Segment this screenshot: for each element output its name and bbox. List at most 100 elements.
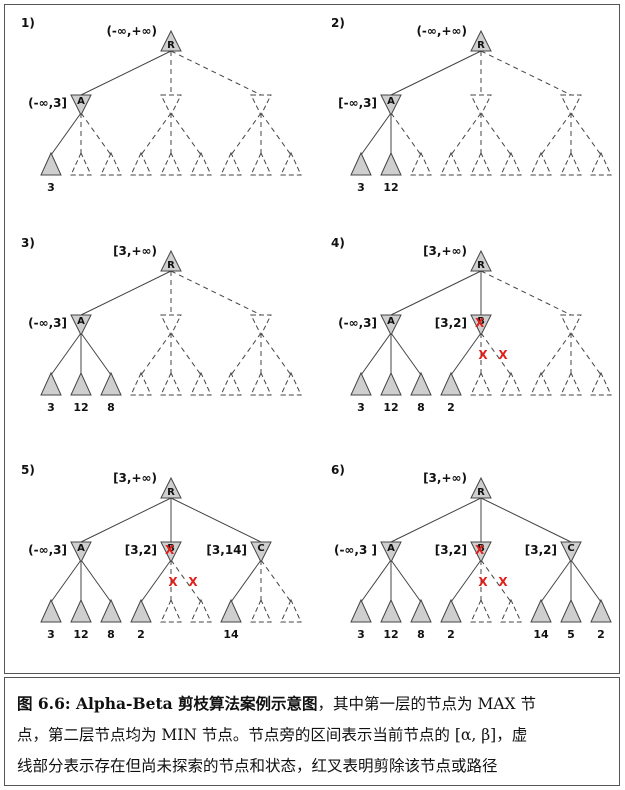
panel-5-min-node-2-label: B <box>167 543 175 554</box>
panel-1-leaf-1-1-value: 3 <box>47 181 55 194</box>
panel-3-min-node-2 <box>160 314 182 337</box>
panel-5-leaf-1-2 <box>70 598 92 623</box>
panel-6-leaf-1-3 <box>410 598 432 623</box>
panel-6-min-node-1-label: A <box>387 543 395 554</box>
panel-3-leaf-1-1-value: 3 <box>47 401 55 414</box>
caption-line1: ，其中第一层的节点为 MAX 节 <box>317 695 537 713</box>
panel-4-min-node-2 <box>470 314 492 337</box>
panel-4-edge-min-1-leaf-1 <box>360 332 392 376</box>
panel-6-leaf-1-2-value: 12 <box>383 628 398 641</box>
panel-5-prune-mark-min: X <box>165 543 175 557</box>
panel-4-leaf-3-1 <box>530 371 552 396</box>
panel-1-label: 1) <box>21 16 35 30</box>
panel-2-edge-min-2-leaf-3 <box>480 112 512 156</box>
panel-4-leaf-2-3 <box>500 371 522 396</box>
caption-line3: 线部分表示存在但尚未探索的节点和状态，红叉表明剪除该节点或路径 <box>17 757 498 775</box>
panel-4-leaf-1-1-value: 3 <box>357 401 365 414</box>
panel-4-edge-min-3-leaf-3 <box>570 332 602 376</box>
panel-2-min-node-1-interval: [-∞,3] <box>338 96 377 110</box>
panel-3-leaf-3-3 <box>280 371 302 396</box>
panel-2-min-node-3 <box>560 94 582 117</box>
panel-6-prune-mark-leaf-2: X <box>478 575 488 589</box>
panel-3-leaf-1-3-value: 8 <box>107 401 115 414</box>
panel-4-edge-root-min-1 <box>390 270 482 316</box>
panel-4-min-node-1-label: A <box>387 316 395 327</box>
panel-4-edge-min-1-leaf-3 <box>390 332 422 376</box>
panel-3-edge-min-1-leaf-1 <box>50 332 82 376</box>
panel-4-leaf-3-2 <box>560 371 582 396</box>
panel-2-label: 2) <box>331 16 345 30</box>
panel-3-leaf-3-1 <box>220 371 242 396</box>
panel-4-leaf-1-2-value: 12 <box>383 401 398 414</box>
panel-2-max-node-label: R <box>477 40 485 51</box>
panel-5-max-node-label: R <box>167 487 175 498</box>
panel-5-leaf-3-1-value: 14 <box>223 628 239 641</box>
panel-6-min-node-1-interval: (-∞,3 ] <box>334 543 377 557</box>
panel-4-min-node-3 <box>560 314 582 337</box>
panel-5-edge-root-min-3 <box>170 497 262 543</box>
panel-3-max-node-interval: [3,+∞) <box>113 244 157 258</box>
panel-6-leaf-1-2 <box>380 598 402 623</box>
panel-6-edge-min-3-leaf-1 <box>540 559 572 603</box>
panel-6-leaf-3-2-value: 5 <box>567 628 575 641</box>
panel-3-edge-min-2-leaf-1 <box>140 332 172 376</box>
panel-5-leaf-1-1-value: 3 <box>47 628 55 641</box>
panel-6-leaf-3-1 <box>530 598 552 623</box>
panel-2-leaf-1-3 <box>410 151 432 176</box>
panel-5-leaf-2-2 <box>160 598 182 623</box>
panel-5-edge-min-1-leaf-3 <box>80 559 112 603</box>
panel-6-leaf-2-2 <box>470 598 492 623</box>
panel-5-min-node-1-label: A <box>77 543 85 554</box>
caption-title: 图 6.6: Alpha-Beta 剪枝算法案例示意图 <box>17 694 318 713</box>
panel-3-leaf-2-1 <box>130 371 152 396</box>
panel-6-min-node-2-label: B <box>477 543 485 554</box>
caption-line2: 点，第二层节点均为 MIN 节点。节点旁的区间表示当前节点的 [α, β]，虚 <box>17 726 528 744</box>
panel-6-edge-root-min-1 <box>390 497 482 543</box>
panel-4-edge-min-2-leaf-1 <box>450 332 482 376</box>
panel-4-min-node-2-interval: [3,2] <box>435 316 467 330</box>
panel-3-edge-min-3-leaf-3 <box>260 332 292 376</box>
panel-6-edge-min-1-leaf-1 <box>360 559 392 603</box>
panel-5-edge-min-3-leaf-3 <box>260 559 292 603</box>
panel-2-max-node-interval: (-∞,+∞) <box>416 24 467 38</box>
panel-6-min-node-3-label: C <box>567 543 574 554</box>
panel-3-min-node-1-label: A <box>77 316 85 327</box>
panel-2-leaf-1-2-value: 12 <box>383 181 398 194</box>
panel-1-leaf-3-1 <box>220 151 242 176</box>
panel-6-edge-min-1-leaf-3 <box>390 559 422 603</box>
panel-5-leaf-3-3 <box>280 598 302 623</box>
panel-3-leaf-1-2-value: 12 <box>73 401 88 414</box>
panel-1-edge-root-min-3 <box>170 50 262 96</box>
panel-4-max-node-label: R <box>477 260 485 271</box>
panel-2-edge-root-min-1 <box>390 50 482 96</box>
panel-2-edge-min-3-leaf-1 <box>540 112 572 156</box>
panel-1-leaf-3-3 <box>280 151 302 176</box>
panel-5-max-node-interval: [3,+∞) <box>113 471 157 485</box>
panel-1-edge-min-2-leaf-3 <box>170 112 202 156</box>
panel-4-leaf-3-3 <box>590 371 612 396</box>
panel-4-leaf-1-3-value: 8 <box>417 401 425 414</box>
panel-3-max-node-label: R <box>167 260 175 271</box>
panel-3-edge-min-1-leaf-3 <box>80 332 112 376</box>
panel-1-leaf-1-1 <box>40 151 62 176</box>
panel-6-leaf-3-3 <box>590 598 612 623</box>
panel-4-leaf-2-1-value: 2 <box>447 401 455 414</box>
panel-6-max-node <box>470 476 492 499</box>
panel-6-leaf-3-1-value: 14 <box>533 628 549 641</box>
panel-5-leaf-2-1-value: 2 <box>137 628 145 641</box>
panel-2-leaf-1-2 <box>380 151 402 176</box>
panel-2-leaf-1-1-value: 3 <box>357 181 365 194</box>
panel-5-edge-min-2-leaf-1 <box>140 559 172 603</box>
panel-6-min-node-2 <box>470 541 492 564</box>
panel-4-prune-mark-leaf-2: X <box>478 348 488 362</box>
panel-6-leaf-2-3 <box>500 598 522 623</box>
panel-5-leaf-3-2 <box>250 598 272 623</box>
panel-1-leaf-2-3 <box>190 151 212 176</box>
panel-5-min-node-1-interval: (-∞,3] <box>28 543 67 557</box>
panel-6-edge-root-min-3 <box>480 497 572 543</box>
panel-4-min-node-1 <box>380 314 402 337</box>
panel-2-max-node <box>470 29 492 52</box>
panel-3-edge-min-3-leaf-1 <box>230 332 262 376</box>
panel-6-leaf-2-1-value: 2 <box>447 628 455 641</box>
